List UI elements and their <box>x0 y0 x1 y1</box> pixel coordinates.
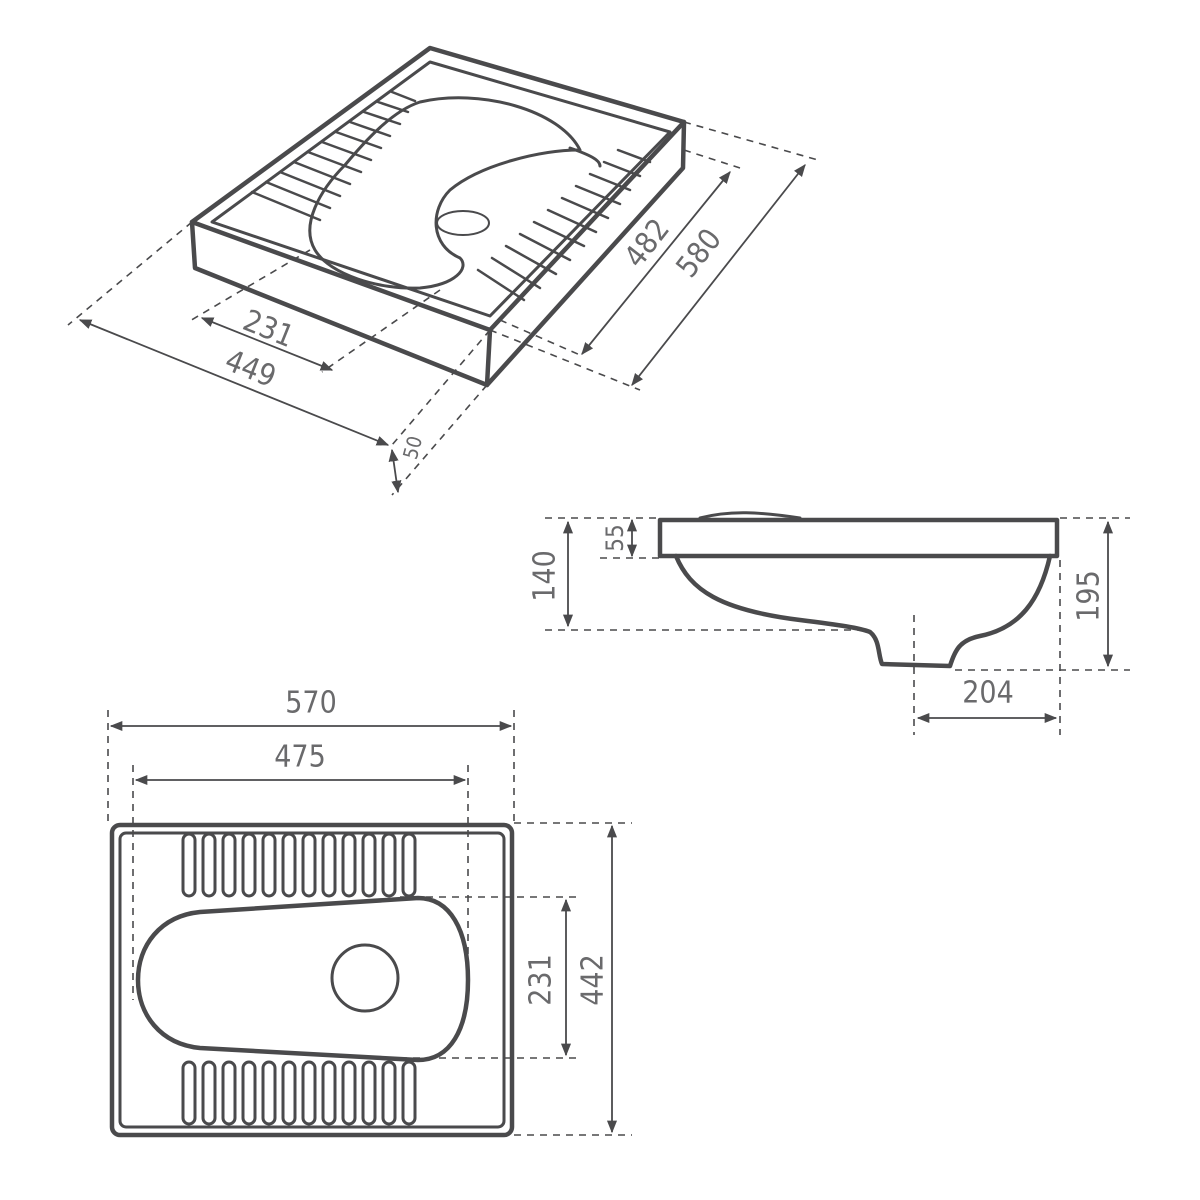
top-view: 570 475 231 442 <box>107 686 632 1138</box>
dim-side-outlet: 204 <box>962 676 1014 711</box>
dim-iso-outer-length: 580 <box>670 222 729 284</box>
dim-iso-inner-length: 482 <box>618 212 677 274</box>
iso-ribs-left <box>250 90 417 222</box>
dim-top-inner-width: 231 <box>524 954 559 1006</box>
dim-top-total-length: 570 <box>285 686 337 721</box>
dim-side-depth: 140 <box>528 550 563 602</box>
dim-iso-height: 50 <box>398 433 427 461</box>
dim-iso-inner-width: 231 <box>238 303 299 355</box>
side-view: 140 55 195 204 <box>528 511 1130 735</box>
dim-iso-outer-width: 449 <box>220 343 281 395</box>
dim-side-total-height: 195 <box>1072 570 1107 622</box>
dim-side-rim: 55 <box>601 524 629 551</box>
isometric-view: 231 449 482 580 50 <box>67 45 819 496</box>
dim-top-inner-length: 475 <box>274 740 326 775</box>
iso-ribs-right <box>476 148 652 302</box>
top-ribs-upper <box>181 832 417 898</box>
top-ribs-lower <box>181 1060 417 1126</box>
dim-top-total-width: 442 <box>576 954 611 1006</box>
